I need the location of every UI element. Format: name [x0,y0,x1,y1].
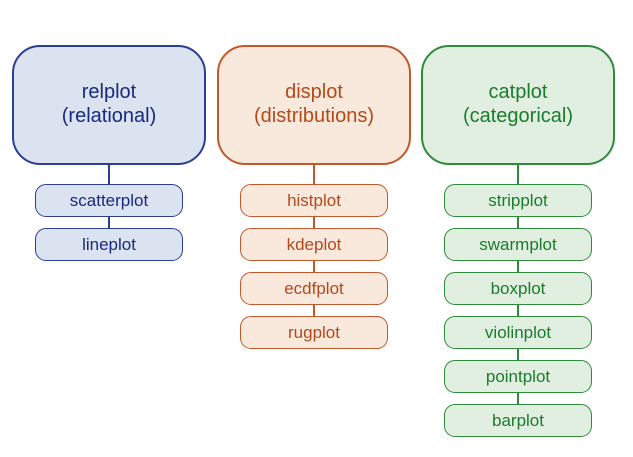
category-name: relplot [81,81,137,104]
function-label: stripplot [488,191,548,210]
function-label: pointplot [485,367,551,386]
connector-line [313,165,315,184]
category-title: displot (distributions) [254,81,374,128]
connector-line [108,165,110,184]
category-kind: (categorical) [462,105,574,127]
connector-line [517,305,519,316]
function-box-scatterplot: scatterplot [35,184,183,217]
function-box-ecdfplot: ecdfplot [240,272,388,305]
function-box-lineplot: lineplot [35,228,183,261]
connector-line [108,217,110,228]
connector-line [517,217,519,228]
function-label: barplot [492,411,544,430]
connector-line [313,217,315,228]
function-column-catplot: catplot (categorical) stripplot swarmplo… [421,45,615,437]
function-box-swarmplot: swarmplot [444,228,592,261]
connector-line [313,305,315,316]
category-kind: (relational) [61,105,157,127]
connector-line [517,349,519,360]
function-box-boxplot: boxplot [444,272,592,305]
category-name: catplot [488,81,548,104]
function-label: kdeplot [286,235,342,254]
connector-line [517,261,519,272]
function-label: histplot [287,191,341,210]
function-box-pointplot: pointplot [444,360,592,393]
function-box-rugplot: rugplot [240,316,388,349]
function-label: scatterplot [69,191,149,210]
function-label: swarmplot [479,235,557,254]
connector-line [517,393,519,404]
function-box-histplot: histplot [240,184,388,217]
category-name: displot [285,81,343,104]
category-title: catplot (categorical) [463,81,573,128]
function-column-relplot: relplot (relational) scatterplot lineplo… [12,45,206,261]
function-box-violinplot: violinplot [444,316,592,349]
category-box: relplot (relational) [12,45,206,165]
function-label: lineplot [82,235,136,254]
category-box: displot (distributions) [217,45,411,165]
category-title: relplot (relational) [62,81,156,128]
category-kind: (distributions) [253,105,375,127]
connector-line [517,165,519,184]
function-box-stripplot: stripplot [444,184,592,217]
function-label: ecdfplot [284,279,344,298]
function-label: boxplot [490,279,546,298]
function-column-displot: displot (distributions) histplot kdeplot… [217,45,411,349]
category-box: catplot (categorical) [421,45,615,165]
function-box-barplot: barplot [444,404,592,437]
function-label: violinplot [484,323,552,342]
function-box-kdeplot: kdeplot [240,228,388,261]
function-label: rugplot [288,323,340,342]
connector-line [313,261,315,272]
